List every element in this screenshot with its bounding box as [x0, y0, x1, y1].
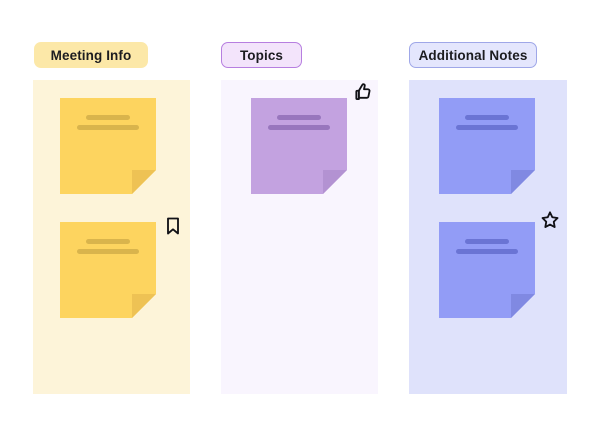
sticky-note-text-lines — [60, 115, 156, 130]
sticky-note-text-line — [86, 115, 130, 120]
sticky-note-text-lines — [251, 115, 347, 130]
sticky-note-text-line — [456, 249, 518, 254]
sticky-note-folded-corner — [132, 170, 156, 194]
sticky-note-text-line — [456, 125, 518, 130]
sticky-note-text-line — [465, 239, 509, 244]
sticky-note-text-line — [277, 115, 321, 120]
sticky-note-folded-corner — [511, 170, 535, 194]
sticky-note-text-line — [465, 115, 509, 120]
column-header-label: Additional Notes — [418, 47, 528, 63]
star-icon[interactable] — [540, 210, 560, 230]
sticky-note-text-lines — [439, 239, 535, 254]
sticky-note-text-line — [268, 125, 330, 130]
column-header-topics[interactable]: Topics — [221, 42, 302, 68]
bookmark-icon[interactable] — [163, 216, 183, 236]
column-header-label: Topics — [239, 47, 284, 63]
sticky-note-folded-corner — [511, 294, 535, 318]
sticky-note[interactable] — [60, 98, 156, 194]
sticky-note-text-lines — [60, 239, 156, 254]
thumbs-up-icon[interactable] — [353, 82, 373, 102]
sticky-note-text-line — [77, 125, 139, 130]
sticky-note[interactable] — [251, 98, 347, 194]
column-header-additional-notes[interactable]: Additional Notes — [409, 42, 537, 68]
sticky-note-text-lines — [439, 115, 535, 130]
sticky-note[interactable] — [60, 222, 156, 318]
sticky-note-folded-corner — [323, 170, 347, 194]
sticky-note-text-line — [86, 239, 130, 244]
column-header-meeting-info[interactable]: Meeting Info — [34, 42, 148, 68]
sticky-note[interactable] — [439, 98, 535, 194]
column-header-label: Meeting Info — [50, 47, 132, 63]
sticky-note-folded-corner — [132, 294, 156, 318]
sticky-note[interactable] — [439, 222, 535, 318]
sticky-note-text-line — [77, 249, 139, 254]
